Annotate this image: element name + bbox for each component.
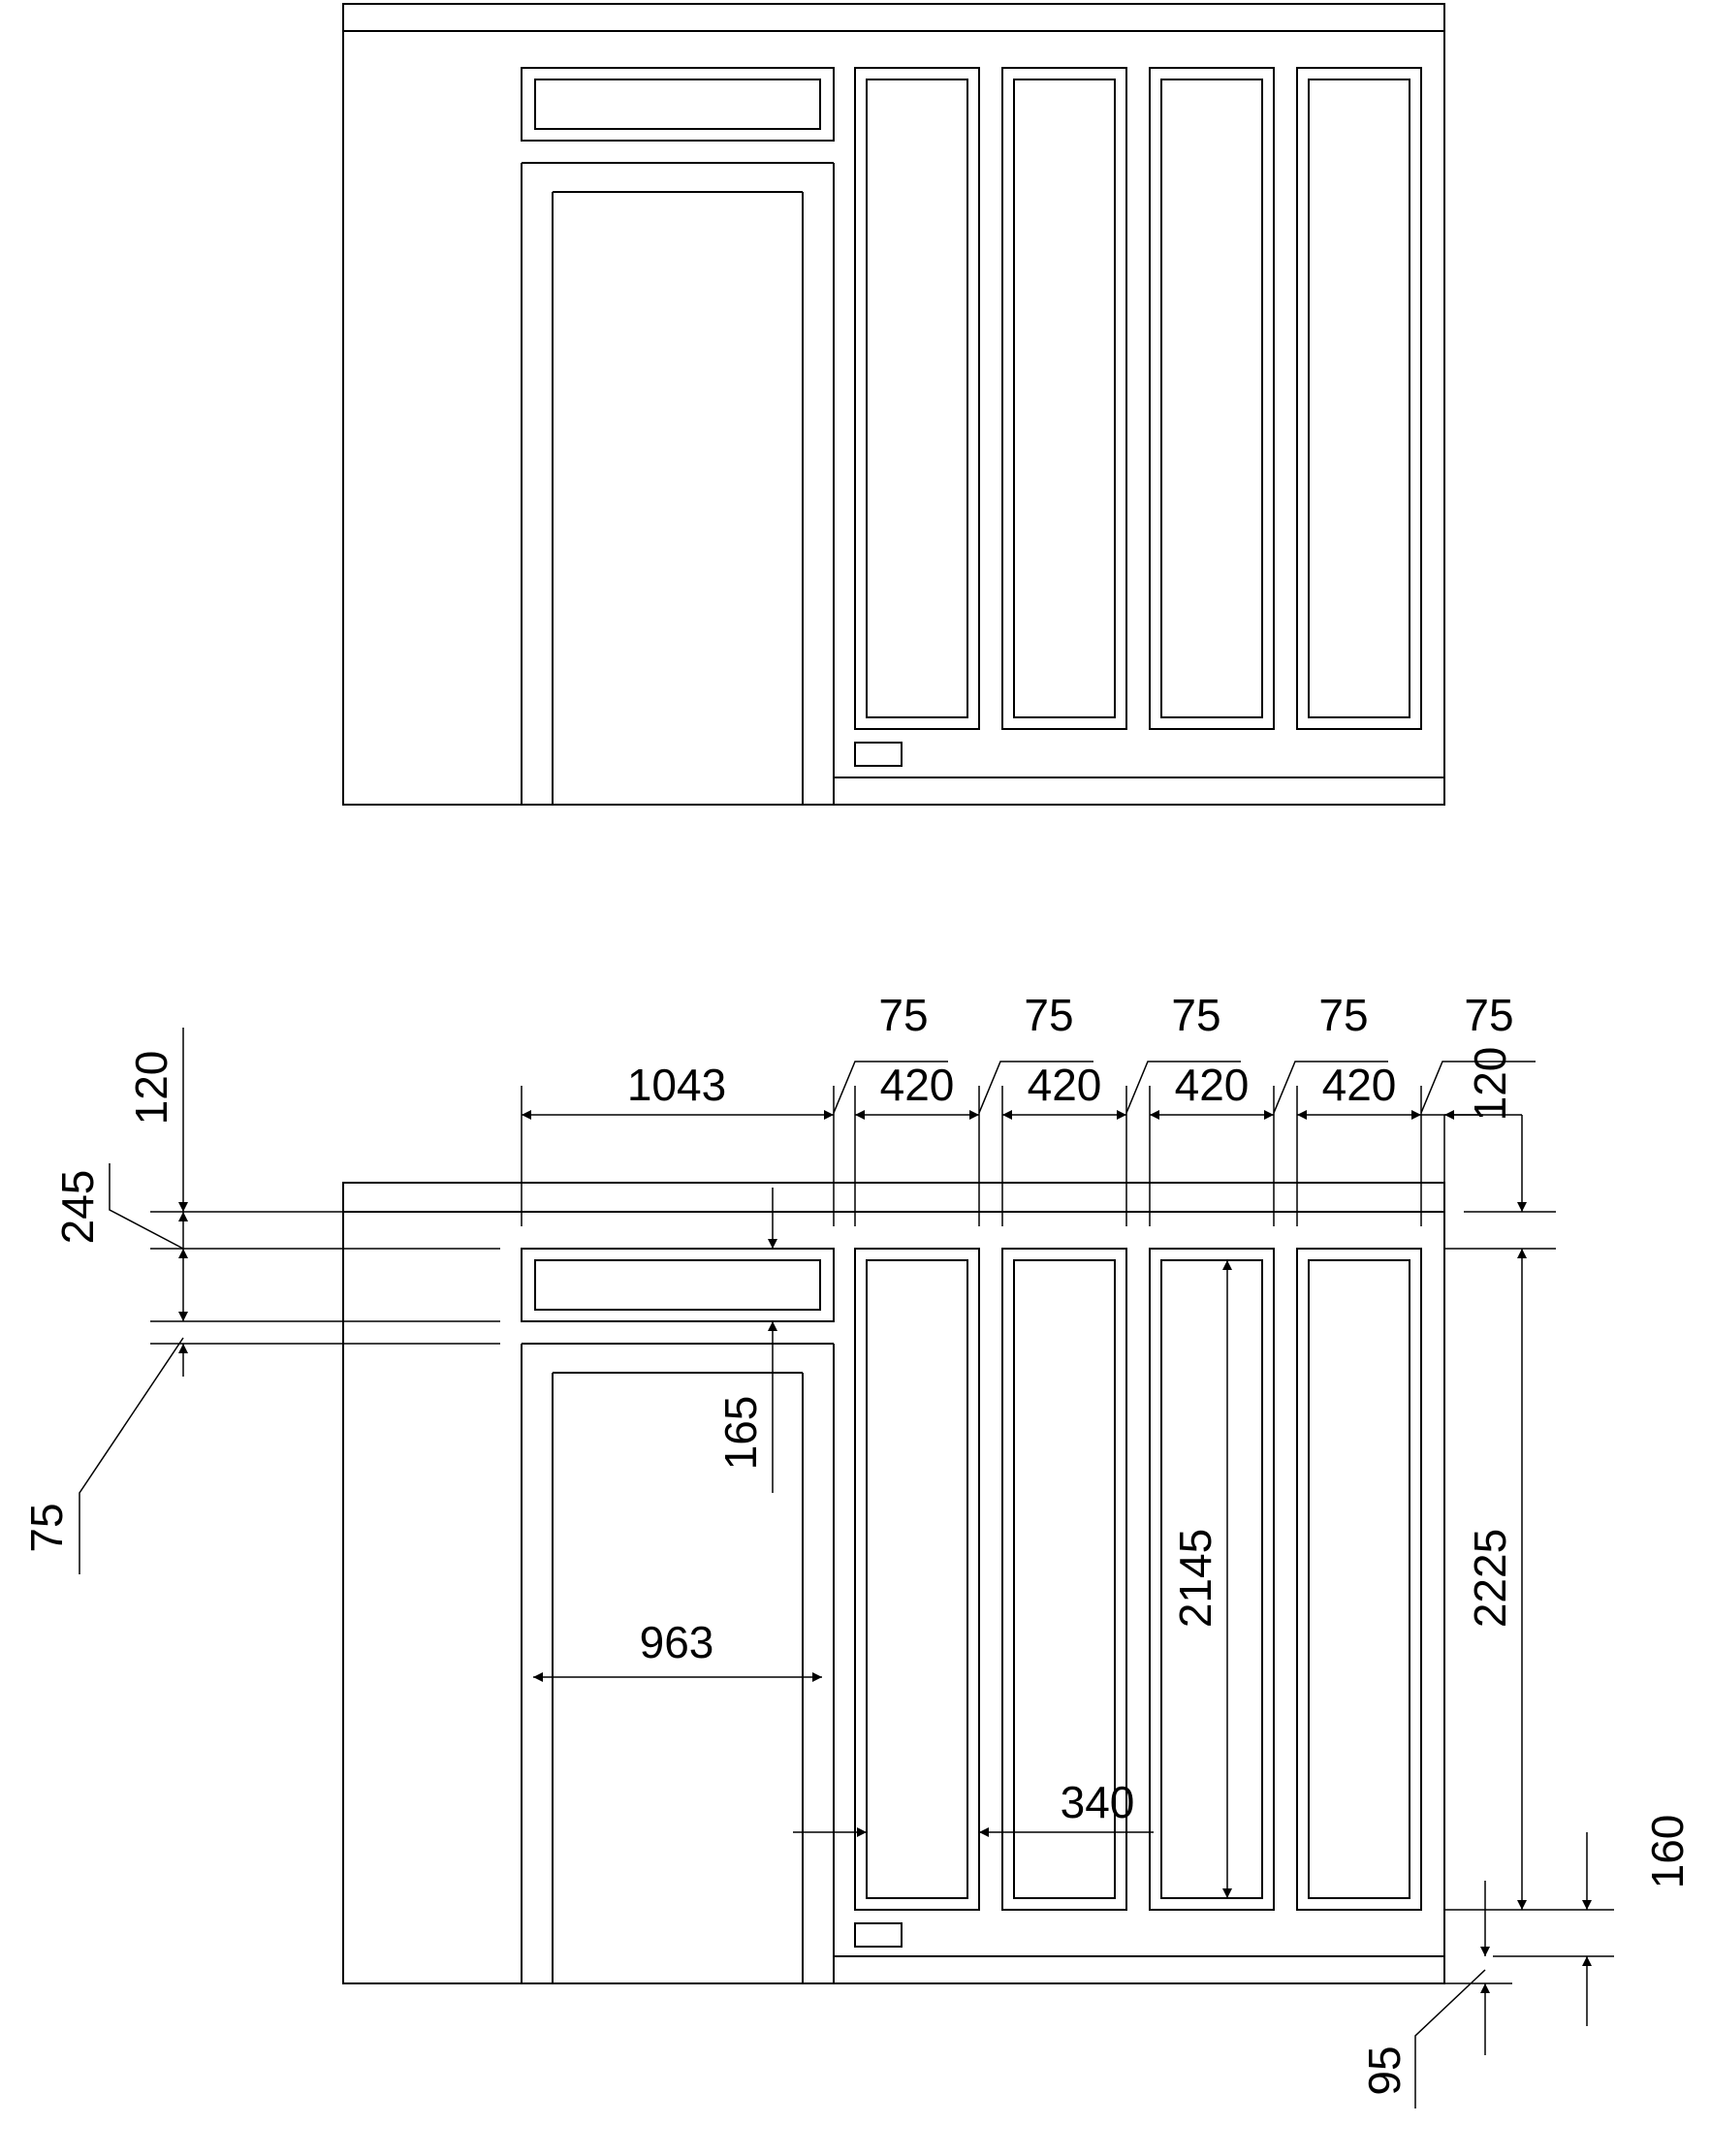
socket [854, 1922, 903, 1948]
dim-340: 340 [1061, 1777, 1135, 1827]
wall-outline-top [342, 3, 1445, 806]
dim-75-4: 75 [1318, 990, 1368, 1040]
panel-1-inner-top [866, 79, 968, 718]
dim-2145: 2145 [1170, 1529, 1220, 1628]
dim-75-1: 75 [878, 990, 928, 1040]
leader-75-4 [1273, 1061, 1388, 1114]
panel-3-outer-top [1149, 67, 1275, 730]
dim-75-left: 75 [21, 1503, 72, 1552]
elevation-dimensioned [342, 1182, 1445, 1984]
socket-top [854, 742, 903, 767]
panel-1-inner [866, 1259, 968, 1899]
dim-75-2: 75 [1024, 990, 1073, 1040]
transom-outer-top [521, 67, 835, 142]
dim-420-4: 420 [1322, 1060, 1397, 1110]
dimension-labels: 1043 75 75 75 75 75 420 420 420 420 963 … [21, 990, 1693, 2096]
panel-1-outer-top [854, 67, 980, 730]
leader-75-2 [978, 1061, 1093, 1114]
panel-2-inner-top [1013, 79, 1116, 718]
leader-245 [109, 1163, 184, 1250]
panel-3-inner-top [1160, 79, 1263, 718]
panel-4-outer [1296, 1248, 1422, 1911]
dim-165: 165 [715, 1396, 766, 1471]
transom-inner-top [534, 79, 821, 130]
panel-4-outer-top [1296, 67, 1422, 730]
dimension-lines [79, 1028, 1614, 2108]
dim-420-3: 420 [1175, 1060, 1250, 1110]
leader-75-left [79, 1337, 184, 1574]
leader-75-5 [1420, 1061, 1536, 1114]
transom-inner [534, 1259, 821, 1311]
leader-95 [1414, 1969, 1486, 2108]
dim-120-top-right: 120 [1465, 1047, 1515, 1122]
dim-420-1: 420 [880, 1060, 955, 1110]
panel-3-inner [1160, 1259, 1263, 1899]
panel-4-inner-top [1308, 79, 1410, 718]
dim-75-3: 75 [1171, 990, 1220, 1040]
wall-outline [342, 1182, 1445, 1984]
panel-4-inner [1308, 1259, 1410, 1899]
dim-420-2: 420 [1028, 1060, 1102, 1110]
dim-95: 95 [1359, 2045, 1410, 2095]
panel-2-outer-top [1001, 67, 1127, 730]
dim-120-left: 120 [126, 1051, 176, 1126]
transom-outer [521, 1248, 835, 1322]
dim-160: 160 [1642, 1815, 1693, 1889]
dim-1043: 1043 [627, 1060, 726, 1110]
elevation-top [342, 3, 1445, 806]
dim-2225: 2225 [1465, 1529, 1515, 1628]
panel-2-outer [1001, 1248, 1127, 1911]
panel-3-outer [1149, 1248, 1275, 1911]
dim-75-5: 75 [1464, 990, 1513, 1040]
leader-75-3 [1125, 1061, 1241, 1114]
dim-963: 963 [640, 1617, 714, 1667]
dim-245: 245 [52, 1170, 103, 1245]
panel-1-outer [854, 1248, 980, 1911]
panel-2-inner [1013, 1259, 1116, 1899]
leader-75-1 [833, 1061, 948, 1114]
